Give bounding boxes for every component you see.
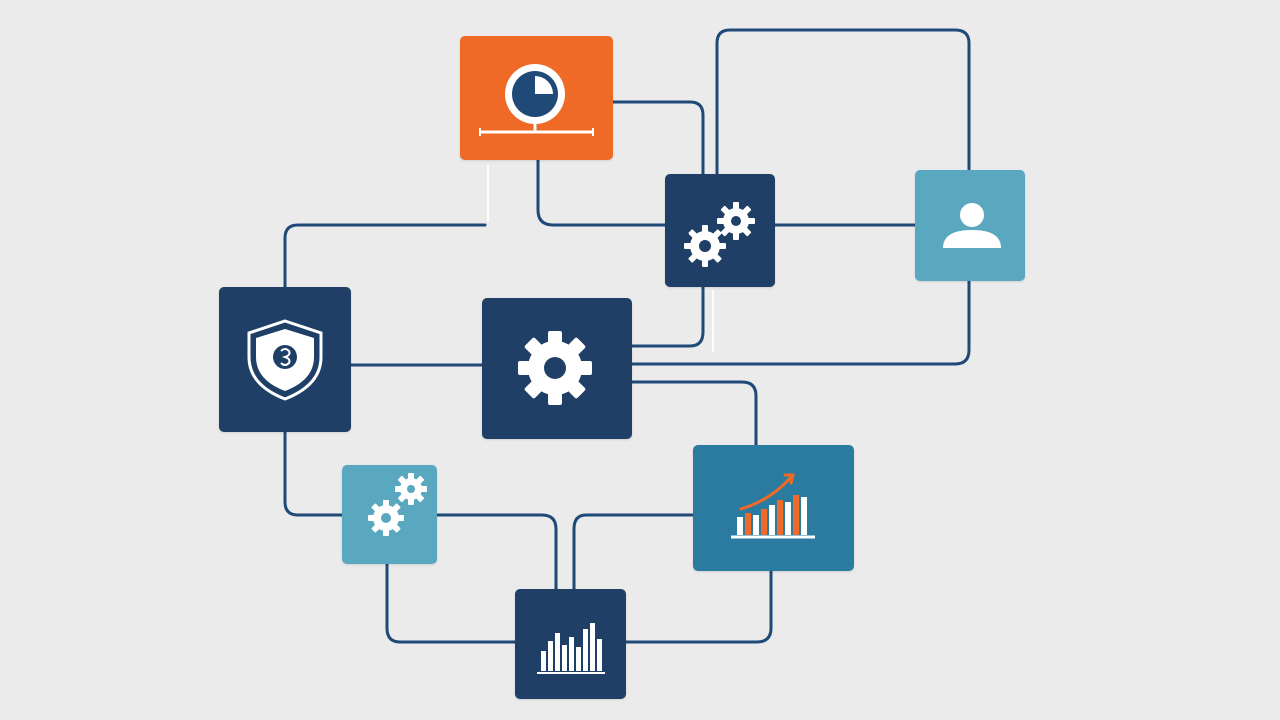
- connector-gearsmall-bars-bottom: [385, 562, 517, 644]
- connector-user-settings: [630, 279, 971, 366]
- pie-chart-icon: [479, 64, 594, 136]
- connector-analytics-right: [611, 100, 705, 177]
- growth-chart-icon: [731, 473, 815, 539]
- connector-shield-gearsmall: [283, 430, 344, 517]
- user-icon: [943, 203, 1001, 248]
- security-node[interactable]: [219, 287, 351, 432]
- gears-icon: [368, 473, 427, 536]
- connector-gearsmall-bars: [435, 513, 558, 591]
- gear-icon: [518, 331, 592, 405]
- connector-gears-settings: [630, 285, 705, 348]
- gears-node-small[interactable]: [342, 465, 437, 564]
- gears-icon: [684, 202, 755, 267]
- connector-settings-growth: [630, 380, 758, 447]
- connector-analytics-gears: [536, 158, 667, 227]
- bar-chart-node[interactable]: [515, 589, 626, 699]
- bar-chart-icon: [537, 623, 605, 674]
- shield-icon: [247, 319, 323, 401]
- settings-node[interactable]: [482, 298, 632, 439]
- connector-top-left: [283, 223, 487, 289]
- connector-growth-bars: [572, 513, 695, 591]
- user-node[interactable]: [915, 170, 1025, 281]
- analytics-node[interactable]: [460, 36, 613, 160]
- connector-top-loop: [715, 28, 971, 177]
- growth-chart-node[interactable]: [693, 445, 854, 571]
- gears-node-top[interactable]: [665, 174, 775, 287]
- connector-growth-bars-bottom: [624, 569, 773, 644]
